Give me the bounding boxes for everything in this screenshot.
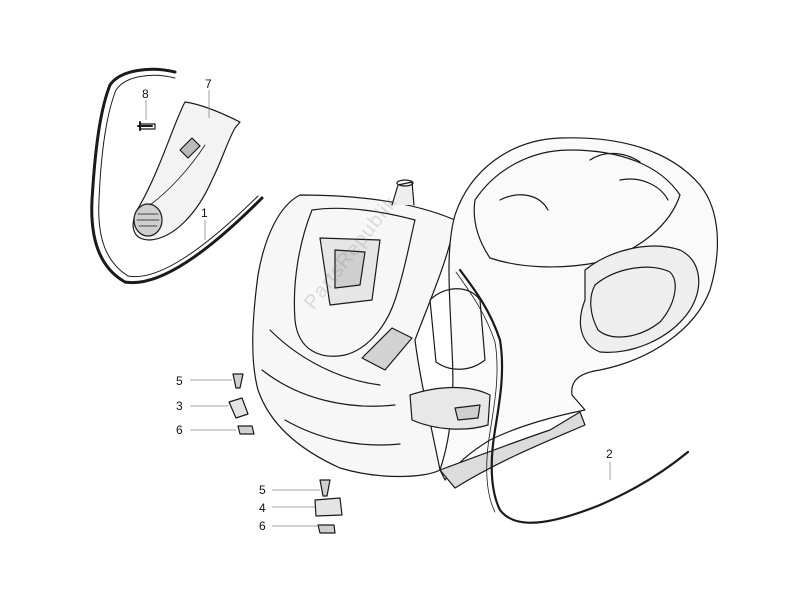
callout-3: 3 <box>176 399 183 413</box>
leader-lines <box>145 90 611 527</box>
screw-part-8 <box>137 121 156 131</box>
callout-7: 7 <box>205 77 212 91</box>
callout-6-upper: 6 <box>176 423 183 437</box>
hardware-group-upper <box>228 373 255 435</box>
callout-1: 1 <box>201 206 208 220</box>
hardware-group-lower <box>314 479 343 534</box>
callout-5-upper: 5 <box>176 374 183 388</box>
trim-strip-part-1 <box>90 67 264 285</box>
callout-8: 8 <box>142 87 149 101</box>
callout-5-lower: 5 <box>259 483 266 497</box>
callout-6-lower: 6 <box>259 519 266 533</box>
leg-shield <box>252 179 456 478</box>
edge-molding-part-2 <box>455 268 690 524</box>
callout-2: 2 <box>606 447 613 461</box>
horn-cover-part-7 <box>132 101 241 241</box>
scooter-body-frame <box>409 137 718 489</box>
callout-4: 4 <box>259 501 266 515</box>
